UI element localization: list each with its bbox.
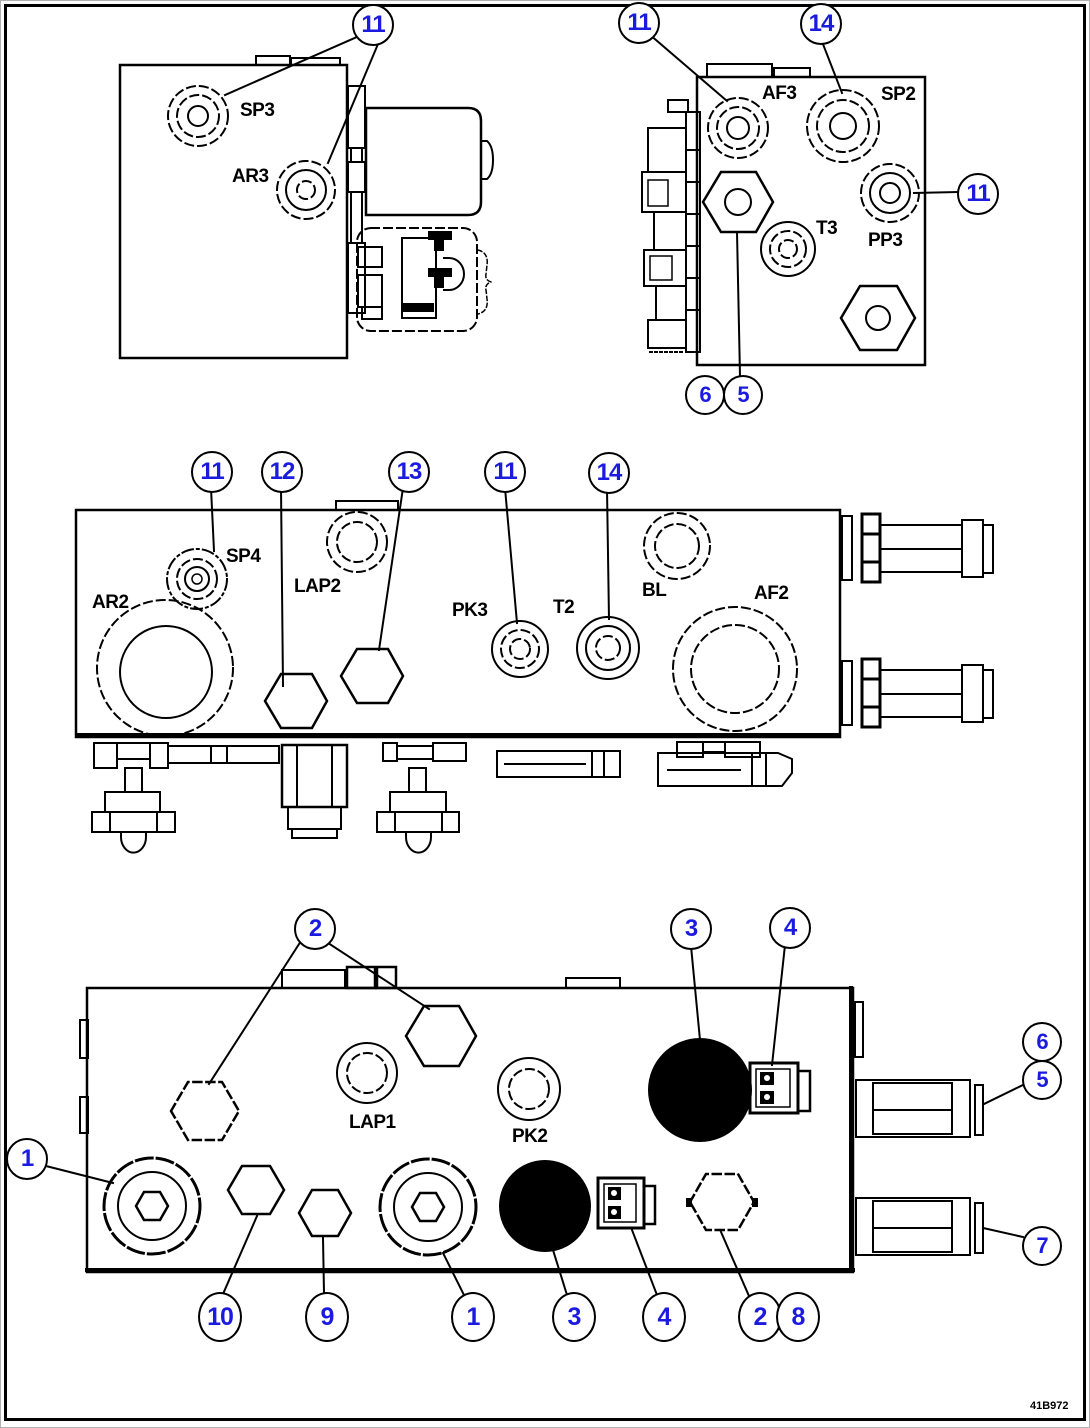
- port-label-lap2: LAP2: [294, 576, 341, 597]
- hose-fitting-lower: [841, 657, 994, 729]
- port-pk2: [497, 1057, 561, 1121]
- ring-lap2: [326, 511, 388, 573]
- leader-lines: [209, 486, 611, 688]
- callout-11-fig1: 11: [352, 4, 394, 46]
- port-label-pp3: PP3: [868, 230, 903, 251]
- callout-4-row: 4: [642, 1292, 686, 1342]
- callout-11-pp3: 11: [957, 173, 999, 215]
- mounting-plate-b: [657, 752, 793, 787]
- port-sp3: [167, 85, 229, 147]
- hex-plug-3: [226, 1164, 286, 1216]
- callout-6-right: 6: [1022, 1022, 1062, 1062]
- solenoid-coil: [364, 106, 495, 217]
- hex-plug-lower: [839, 284, 917, 352]
- callout-8-row: 8: [776, 1292, 820, 1342]
- callout-1-left: 1: [6, 1138, 48, 1180]
- callout-1-row: 1: [451, 1292, 495, 1342]
- valve-1-connector: [748, 1061, 812, 1115]
- port-label-sp3: SP3: [240, 100, 275, 121]
- port-pk3: [491, 620, 549, 678]
- callout-11-sp4: 11: [191, 451, 233, 493]
- hose-fitting-upper: [841, 512, 994, 584]
- block-body: [79, 965, 864, 1274]
- port-sp2: [806, 89, 880, 163]
- block-body: [118, 55, 349, 360]
- solenoid-valve-1: [648, 1038, 812, 1142]
- fig-top-right: [641, 32, 960, 378]
- hex-plug-1: [169, 1080, 241, 1142]
- port-ar3: [276, 160, 336, 220]
- port-label-pk3: PK3: [452, 600, 488, 621]
- port-label-t2: T2: [553, 597, 575, 618]
- adjuster-knob-2: [378, 1157, 478, 1257]
- adjuster-knob-a: [91, 767, 176, 854]
- mounting-plate-a: [496, 750, 621, 778]
- callout-2-top: 2: [294, 908, 336, 950]
- callout-11-pk3: 11: [484, 451, 526, 493]
- callout-6-fig2: 6: [685, 375, 725, 415]
- hex-plug-a: [263, 672, 329, 730]
- solenoid-valve-2: [499, 1160, 657, 1252]
- callout-10-row: 10: [198, 1292, 242, 1342]
- side-solenoid-stack: [641, 99, 701, 353]
- callout-2-row: 2: [738, 1292, 782, 1342]
- port-t2: [576, 616, 640, 680]
- port-label-t3: T3: [816, 218, 838, 239]
- callout-3-top: 3: [670, 908, 712, 950]
- port-label-af3: AF3: [762, 83, 797, 104]
- hose-fitting-upper: [855, 1079, 984, 1138]
- port-label-af2: AF2: [754, 583, 789, 604]
- port-lap1: [336, 1042, 398, 1104]
- port-ar2: [96, 599, 234, 737]
- port-af3: [707, 97, 769, 159]
- fig-top-left: [118, 35, 495, 360]
- callout-11-af3: 11: [618, 2, 660, 44]
- callout-3-row: 3: [552, 1292, 596, 1342]
- port-label-bl: BL: [642, 580, 667, 601]
- adjuster-knob-1: [102, 1156, 202, 1256]
- block-body: [695, 63, 927, 367]
- port-label-sp4: SP4: [226, 546, 261, 567]
- callout-14-t2: 14: [588, 452, 630, 494]
- callout-14-sp2: 14: [800, 3, 842, 45]
- adjuster-knob-b: [376, 767, 460, 854]
- callout-4-top: 4: [769, 907, 811, 949]
- hex-plug-2: [404, 1004, 478, 1068]
- hose-fitting-lower: [855, 1197, 984, 1256]
- block-body: [74, 500, 842, 739]
- callout-5-right: 5: [1022, 1060, 1062, 1100]
- hex-plug-upper: [701, 170, 775, 234]
- port-af2: [672, 606, 798, 732]
- leader-lines: [647, 32, 960, 378]
- callout-5-fig2: 5: [723, 375, 763, 415]
- mounting-strip: [347, 85, 366, 314]
- callout-7-right: 7: [1022, 1226, 1062, 1266]
- center-plug: [280, 743, 349, 839]
- fig-middle: [74, 486, 994, 854]
- coil-connector: [356, 227, 494, 332]
- port-label-ar3: AR3: [232, 166, 269, 187]
- valve-2-connector: [596, 1176, 657, 1230]
- port-t3: [760, 221, 816, 277]
- port-label-ar2: AR2: [92, 592, 129, 613]
- port-pp3: [860, 163, 920, 223]
- callout-9-row: 9: [305, 1292, 349, 1342]
- fig-bottom: [40, 939, 1025, 1298]
- underside-tabs: [93, 741, 761, 769]
- port-label-pk2: PK2: [512, 1126, 548, 1147]
- port-label-lap1: LAP1: [349, 1112, 396, 1133]
- hex-plug-b: [339, 647, 405, 705]
- ring-bl: [643, 512, 711, 580]
- port-label-sp2: SP2: [881, 84, 916, 105]
- drawing-number: 41B972: [1030, 1400, 1069, 1412]
- hex-plug-4: [297, 1188, 353, 1238]
- callout-12: 12: [261, 451, 303, 493]
- hex-plug-5: [686, 1172, 758, 1232]
- callout-13: 13: [388, 451, 430, 493]
